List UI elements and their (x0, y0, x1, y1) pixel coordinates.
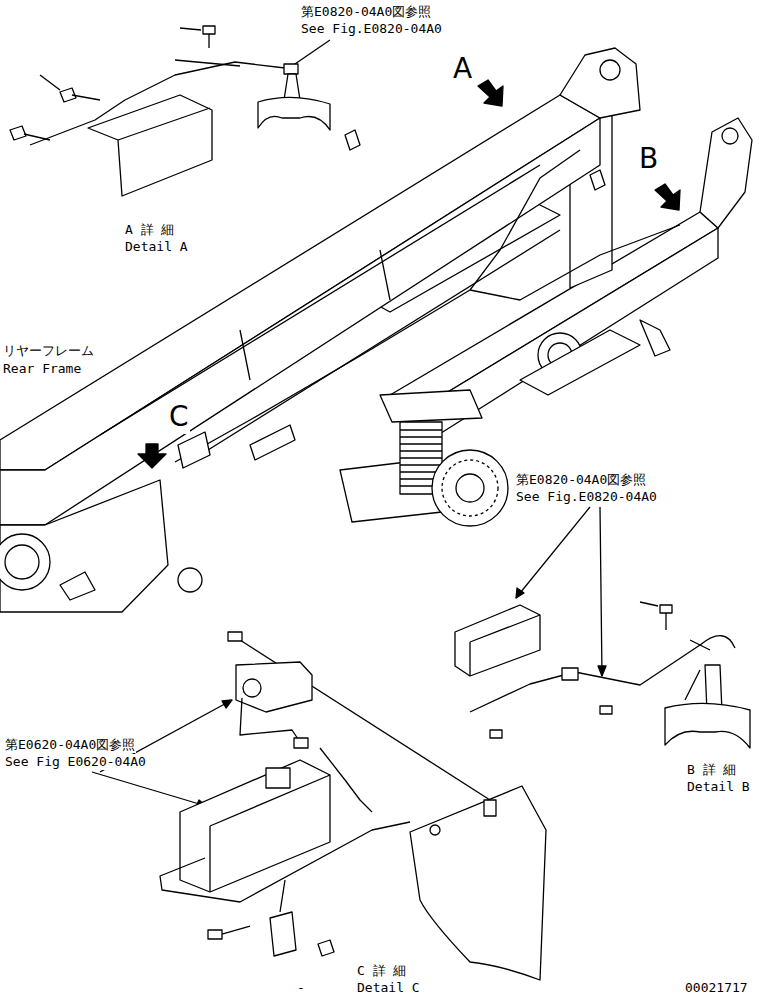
hub (432, 450, 508, 526)
sensor (284, 74, 300, 100)
view-letter: C (168, 400, 190, 434)
sensor-base (258, 97, 330, 130)
detail-title: Detail C (356, 980, 421, 996)
bolt (10, 88, 76, 140)
hole (5, 545, 39, 579)
part-name: リヤーフレーム (2, 343, 95, 359)
mark: - (296, 980, 306, 996)
tab (270, 912, 296, 956)
leader-line (292, 40, 330, 66)
reference-note: See Fig.E0820-04A0 (515, 489, 658, 505)
bolt (345, 130, 360, 150)
reference-note: See Fig.E0820-04A0 (300, 21, 443, 37)
bolt-shank (640, 602, 710, 700)
reference-note: See Fig E0620-04A0 (4, 754, 147, 770)
bolt-shank (24, 75, 100, 140)
main-beam (0, 95, 600, 470)
edge-line (470, 615, 540, 676)
drawing-number: 00021717 (684, 980, 749, 996)
edge-line (118, 108, 210, 140)
main-beam (0, 118, 600, 525)
hole (0, 534, 50, 590)
clamp (250, 425, 295, 460)
reference-note: 第E0820-04A0図参照 (515, 472, 647, 488)
wire-harness (470, 225, 680, 300)
edge-line (100, 165, 560, 455)
clip (318, 940, 334, 956)
detail-title: A 詳 細 (124, 222, 175, 238)
bolt (660, 605, 672, 613)
relay (266, 768, 290, 788)
connector (284, 64, 298, 74)
detail-title: Detail A (124, 239, 189, 255)
lug (60, 572, 95, 600)
detail-title: Detail B (686, 779, 751, 795)
cable (160, 822, 410, 902)
part-name: Rear Frame (2, 361, 82, 377)
reference-note: 第E0820-04A0図参照 (300, 4, 432, 20)
hub (456, 474, 484, 502)
bolt (208, 930, 222, 939)
hole (484, 800, 496, 816)
detail-title: B 詳 細 (686, 762, 737, 778)
hole (430, 825, 440, 835)
view-letter: A (452, 52, 473, 86)
connector (562, 668, 578, 680)
bolt (180, 28, 209, 48)
bolt (490, 730, 502, 738)
bolt-shank (222, 880, 285, 934)
view-arrow (655, 184, 680, 210)
wire-harness (175, 150, 580, 462)
relay-box (180, 760, 330, 892)
bolt (600, 706, 612, 714)
reference-note: 第E0620-04A0図参照 (4, 737, 136, 753)
spring-seat (380, 390, 482, 422)
sensor-base (665, 703, 750, 748)
frame-panel (410, 786, 546, 980)
clamp-cover (88, 95, 212, 196)
tower (700, 118, 752, 228)
bolt (640, 320, 670, 356)
pin-hole (722, 128, 738, 144)
connector (294, 738, 308, 748)
link (520, 330, 640, 395)
tower (560, 48, 640, 118)
hub-bolts (442, 460, 498, 516)
view-letter: B (638, 142, 659, 176)
cable (470, 636, 735, 712)
pin-hole (600, 60, 620, 80)
connector (243, 679, 261, 697)
view-arrow (478, 80, 503, 106)
bolt (228, 632, 242, 641)
bolt (590, 170, 605, 190)
detail-title: C 詳 細 (356, 963, 407, 979)
clamp-cover (455, 605, 540, 676)
edge-line (210, 775, 330, 892)
bolt (203, 26, 215, 34)
cable (175, 60, 240, 66)
arrow-head (196, 700, 232, 807)
sensor-box (178, 432, 210, 468)
view-arrow (138, 444, 166, 468)
leader-line (92, 700, 232, 806)
pivot (178, 568, 202, 592)
bracket (236, 662, 312, 712)
